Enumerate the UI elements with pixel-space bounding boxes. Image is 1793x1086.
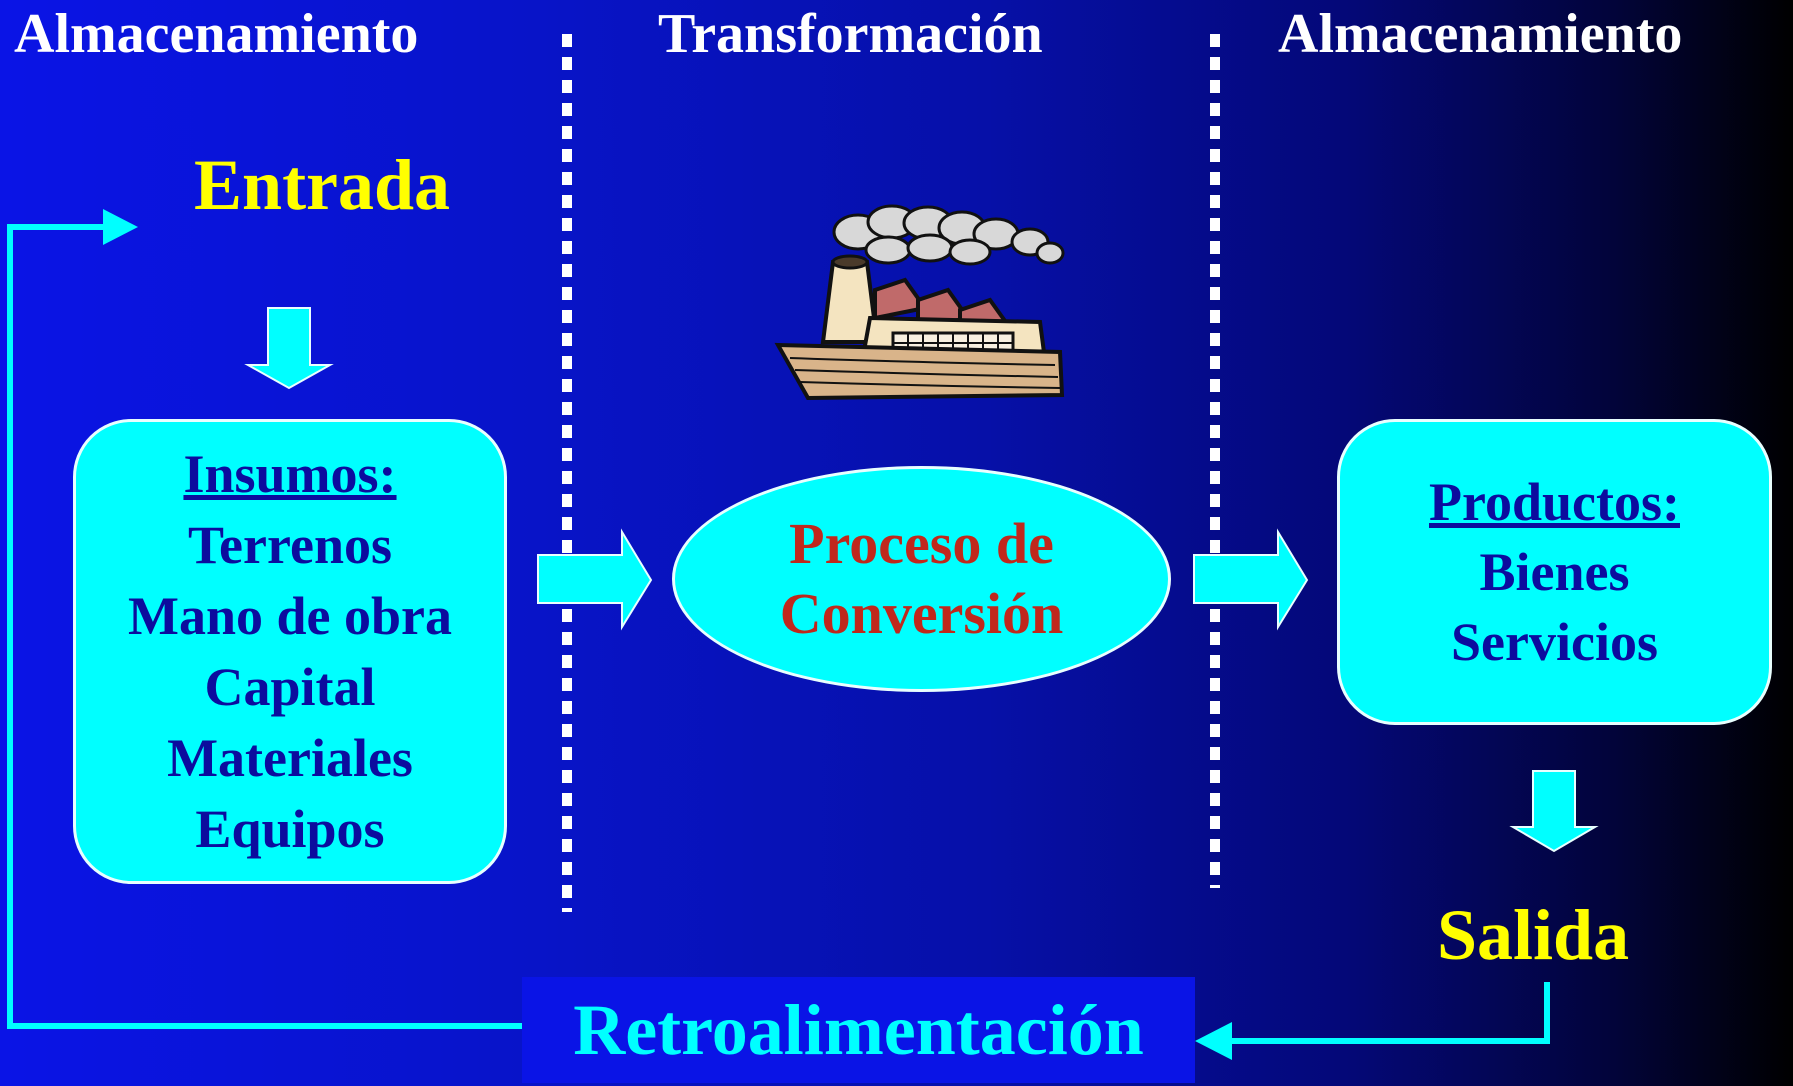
proceso-ellipse: Proceso de Conversión [672,466,1171,692]
entrada-label: Entrada [194,145,451,225]
feedback-arrow-head-icon [103,209,138,245]
feedback-loop-line [7,224,522,1029]
salida-down-arrow-icon [1509,770,1599,853]
header-transformation: Transformación [658,3,1043,65]
salida-label: Salida [1437,895,1630,975]
proceso-line2: Conversión [779,581,1064,646]
output-feedback-line [1228,982,1550,1044]
header-storage-left: Almacenamiento [14,3,419,65]
to-products-arrow-icon [1193,528,1309,631]
productos-item-servicios: Servicios [1451,612,1658,672]
insumos-item-terrenos: Terrenos [187,514,392,575]
insumos-item-equipos: Equipos [195,798,385,859]
insumos-title: Insumos: [183,443,397,504]
insumos-item-mano-de-obra: Mano de obra [128,585,452,646]
proceso-line1: Proceso de [789,511,1054,576]
entrada-down-arrow-icon [244,307,334,390]
factory-icon [774,204,1065,401]
insumos-box: Insumos: Terrenos Mano de obra Capital M… [73,419,507,884]
header-storage-right: Almacenamiento [1278,3,1683,65]
output-feedback-arrow-head-icon [1195,1022,1232,1060]
productos-item-bienes: Bienes [1479,542,1630,602]
insumos-item-capital: Capital [204,656,376,717]
insumos-item-materiales: Materiales [167,727,413,788]
productos-title: Productos: [1429,472,1680,532]
to-process-arrow-icon [537,528,653,631]
productos-box: Productos: Bienes Servicios [1337,419,1772,725]
retroalimentacion-label: Retroalimentación [522,977,1195,1083]
